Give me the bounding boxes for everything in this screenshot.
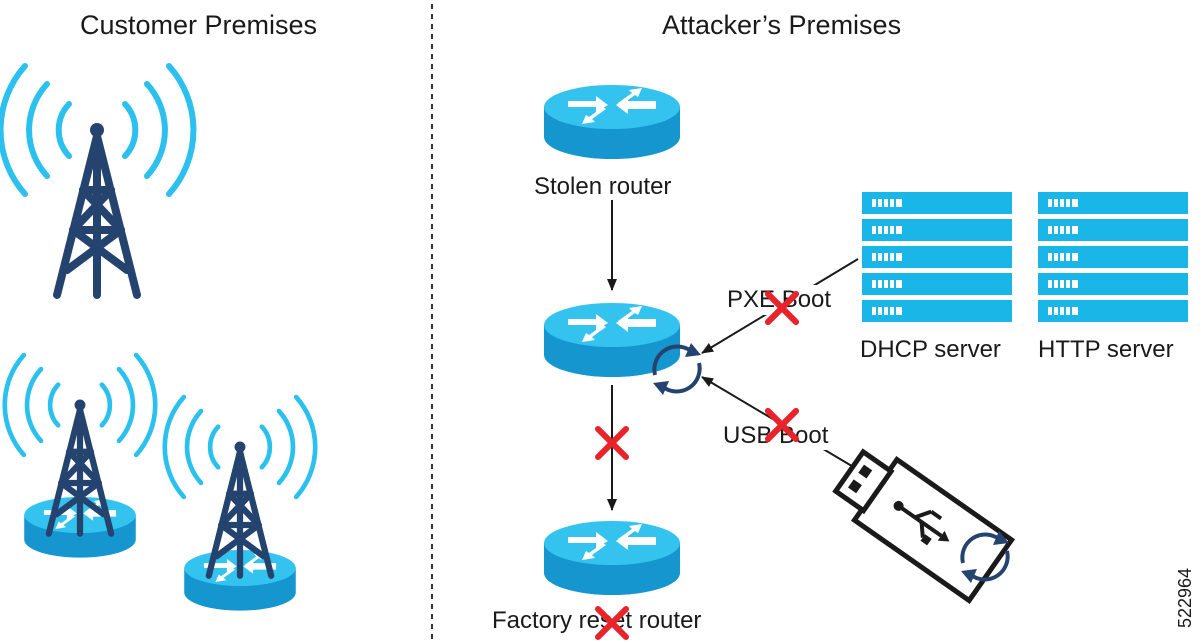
http-server-label: HTTP server bbox=[1038, 336, 1174, 363]
customer-premises-heading: Customer Premises bbox=[80, 10, 318, 40]
figure-id: 522964 bbox=[1175, 567, 1195, 628]
attacker-premises-heading: Attacker’s Premises bbox=[662, 10, 902, 40]
cell-tower-icon-large bbox=[1, 66, 194, 295]
router-cell-tower-icon-left bbox=[5, 355, 155, 558]
dhcp-server-label: DHCP server bbox=[860, 336, 1001, 363]
pxe-boot-label: PXE Boot bbox=[727, 286, 832, 313]
stolen-router-icon bbox=[544, 85, 680, 159]
stolen-router-label: Stolen router bbox=[534, 173, 672, 200]
factory-reset-router-label: Factory reset router bbox=[492, 607, 702, 634]
intermediate-router-icon bbox=[544, 303, 680, 377]
router-cell-tower-icon-right bbox=[165, 397, 315, 611]
factory-reset-router-icon bbox=[544, 521, 680, 595]
http-server-icon bbox=[1037, 191, 1189, 323]
usb-drive-icon bbox=[832, 448, 1016, 604]
dhcp-server-icon bbox=[861, 191, 1013, 323]
usb-boot-label: USB Boot bbox=[723, 422, 829, 449]
